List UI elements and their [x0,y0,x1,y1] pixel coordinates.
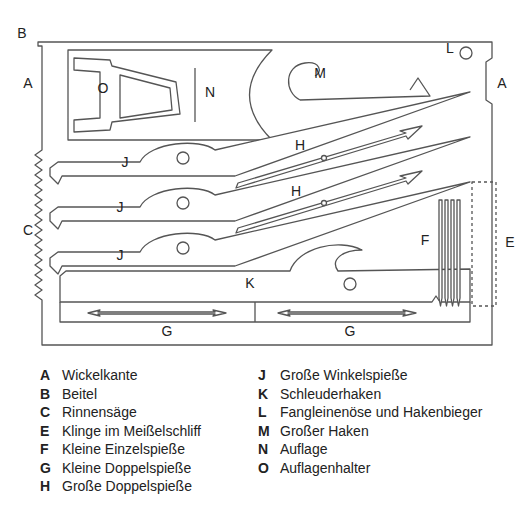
legend-text: Rinnensäge [62,404,137,420]
line-eye [460,47,472,59]
legend-text: Wickelkante [62,367,137,383]
callout-letter: L [446,40,454,56]
sling-hook [60,245,470,302]
spear-hole [322,201,327,206]
tray-cutout [68,50,272,140]
small-double-spear [88,310,226,316]
legend-letter: O [258,460,269,476]
callout-letter: J [122,154,129,170]
legend-text: Großer Haken [280,423,369,439]
legend-text: Große Winkelspieße [280,367,408,383]
card-outline [35,42,492,345]
legend-letter: F [40,441,49,457]
legend-letter: H [40,478,50,494]
callout-letter: M [314,65,326,81]
callout-letter: A [497,75,506,91]
callout-letter: F [421,232,430,248]
small-spear [457,200,460,306]
small-spear [439,200,442,306]
small-double-spear [278,310,416,316]
spear-hole [177,242,189,254]
legend-letter: C [40,404,50,420]
legend-text: Beitel [62,386,97,402]
callout-letter: J [117,247,124,263]
legend-letter: M [258,423,270,439]
legend-letter: B [40,386,50,402]
callout-letter: H [295,137,305,153]
callout-letter: G [162,323,173,339]
legend-text: Große Doppelspieße [62,478,192,494]
callout-letter: J [117,199,124,215]
callout-letter: E [505,234,514,250]
rest [194,68,195,122]
small-spear [451,200,454,306]
rest-holder [74,58,180,132]
spear-hole [322,156,327,161]
legend-text: Auflagenhalter [280,460,370,476]
spear-hole [177,197,189,209]
legend-letter: G [40,460,51,476]
callout-letter: H [291,183,301,199]
legend-text: Auflage [280,441,327,457]
callout-letter: A [23,75,32,91]
spear-hole [177,152,189,164]
angle-spear [50,182,470,274]
big-double-spear [236,126,422,188]
rest-holder-inner [120,75,172,118]
big-double-spear [236,171,422,233]
legend-text: Klinge im Meißelschliff [62,423,201,439]
callout-letter: G [345,323,356,339]
legend-text: Kleine Einzelspieße [62,441,185,457]
legend-letter: J [258,367,266,383]
legend-letter: K [258,386,268,402]
legend-text: Schleuderhaken [280,386,381,402]
frame-line [60,302,470,322]
callout-letter: O [98,80,109,96]
small-spear [445,200,448,306]
sling-hook-hole [344,278,356,290]
legend-text: Fangleinenöse und Hakenbieger [280,404,482,420]
callout-letter: K [245,275,254,291]
legend-letter: E [40,423,49,439]
legend-letter: A [40,367,50,383]
legend-letter: N [258,441,268,457]
legend-text: Kleine Doppelspieße [62,460,191,476]
chisel-blade [472,182,496,306]
callout-letter: C [23,222,33,238]
big-hook [289,63,430,100]
callout-letter: B [17,25,26,41]
callout-letter: N [205,84,215,100]
legend-letter: L [258,404,267,420]
